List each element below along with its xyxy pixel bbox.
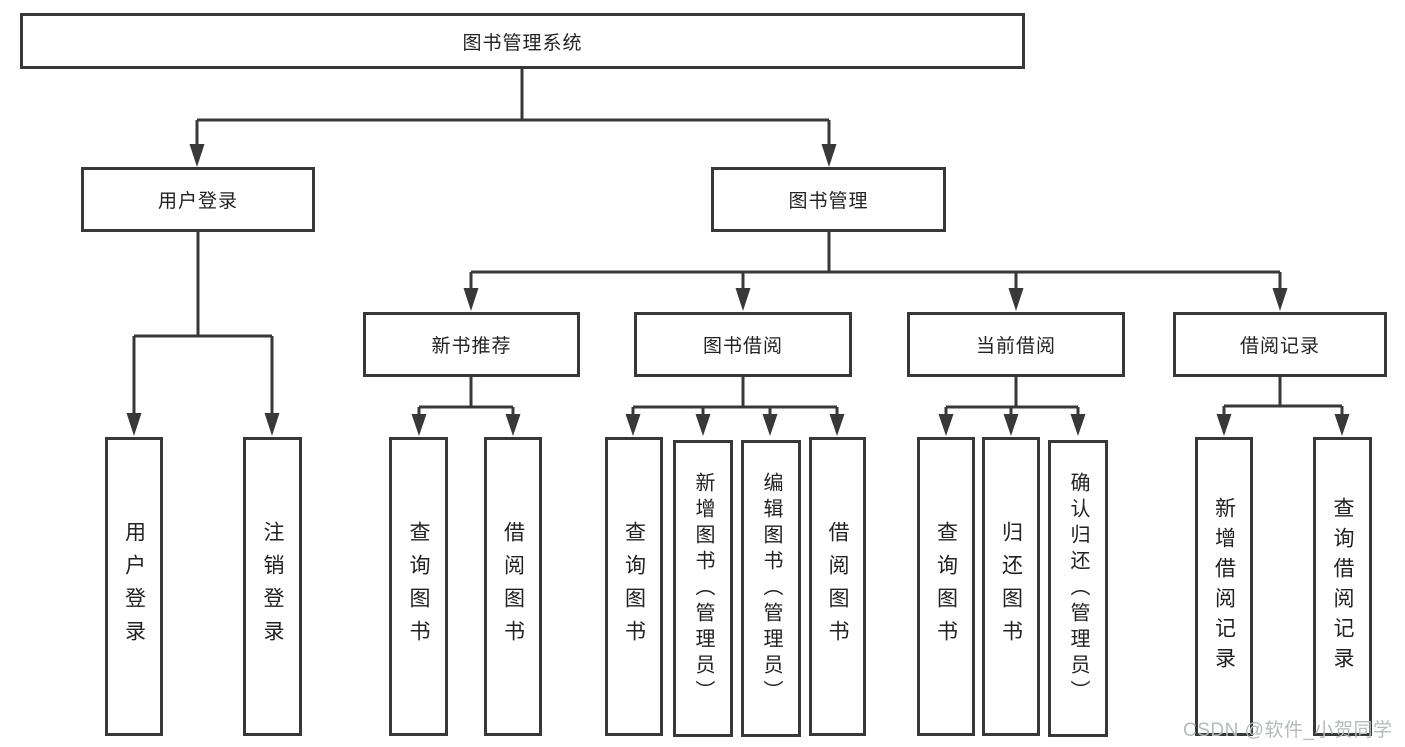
node-bb-query-books: 查询图书 [605, 437, 663, 736]
node-label: 注销登录 [261, 520, 284, 653]
node-label: 新增借阅记录 [1212, 496, 1236, 677]
node-label: 归还图书 [999, 520, 1023, 653]
node-label: 新书推荐 [431, 336, 512, 357]
node-label: 当前借阅 [975, 336, 1056, 357]
node-label: 图书管理 [788, 191, 869, 212]
node-label: 借阅记录 [1239, 336, 1320, 357]
node-new-book-recommend: 新书推荐 [363, 312, 580, 377]
node-label: 用户登录 [157, 191, 238, 212]
csdn-watermark: CSDN @软件_小贺同学 [1183, 720, 1393, 741]
node-book-management: 图书管理 [711, 167, 946, 232]
node-label: 借阅图书 [826, 520, 849, 653]
node-borrowing-records: 借阅记录 [1173, 312, 1387, 377]
node-br-query-record: 查询借阅记录 [1313, 437, 1372, 736]
node-label: 新增图书（管理员） [692, 471, 714, 706]
node-label: 编辑图书（管理员） [760, 471, 782, 706]
node-label: 查询图书 [407, 520, 430, 653]
node-user-login: 用户登录 [81, 167, 315, 232]
node-label: 查询图书 [622, 520, 646, 653]
node-rec-query-books: 查询图书 [389, 437, 448, 736]
node-label: 图书管理系统 [462, 32, 583, 54]
node-label: 借阅图书 [501, 520, 525, 653]
node-label: 图书借阅 [702, 336, 783, 357]
node-cb-return-books: 归还图书 [982, 437, 1040, 736]
node-br-add-record: 新增借阅记录 [1195, 437, 1253, 736]
node-library-management-system: 图书管理系统 [20, 13, 1025, 69]
node-cb-query-books: 查询图书 [917, 437, 975, 736]
node-label: 确认归还（管理员） [1067, 471, 1089, 706]
node-leaf-logout: 注销登录 [243, 437, 302, 736]
node-cb-confirm-return-admin: 确认归还（管理员） [1048, 440, 1108, 737]
node-leaf-user-login: 用户登录 [105, 437, 163, 736]
node-current-borrowing: 当前借阅 [907, 312, 1125, 377]
node-book-borrowing: 图书借阅 [634, 312, 852, 377]
node-bb-edit-books-admin: 编辑图书（管理员） [741, 440, 801, 737]
arrowheads [126, 144, 1350, 436]
node-label: 查询图书 [934, 520, 958, 653]
node-bb-add-books-admin: 新增图书（管理员） [673, 440, 733, 737]
node-label: 用户登录 [122, 520, 146, 653]
node-label: 查询借阅记录 [1331, 496, 1354, 677]
node-rec-borrow-books: 借阅图书 [484, 437, 542, 736]
node-bb-borrow-books: 借阅图书 [809, 437, 866, 736]
